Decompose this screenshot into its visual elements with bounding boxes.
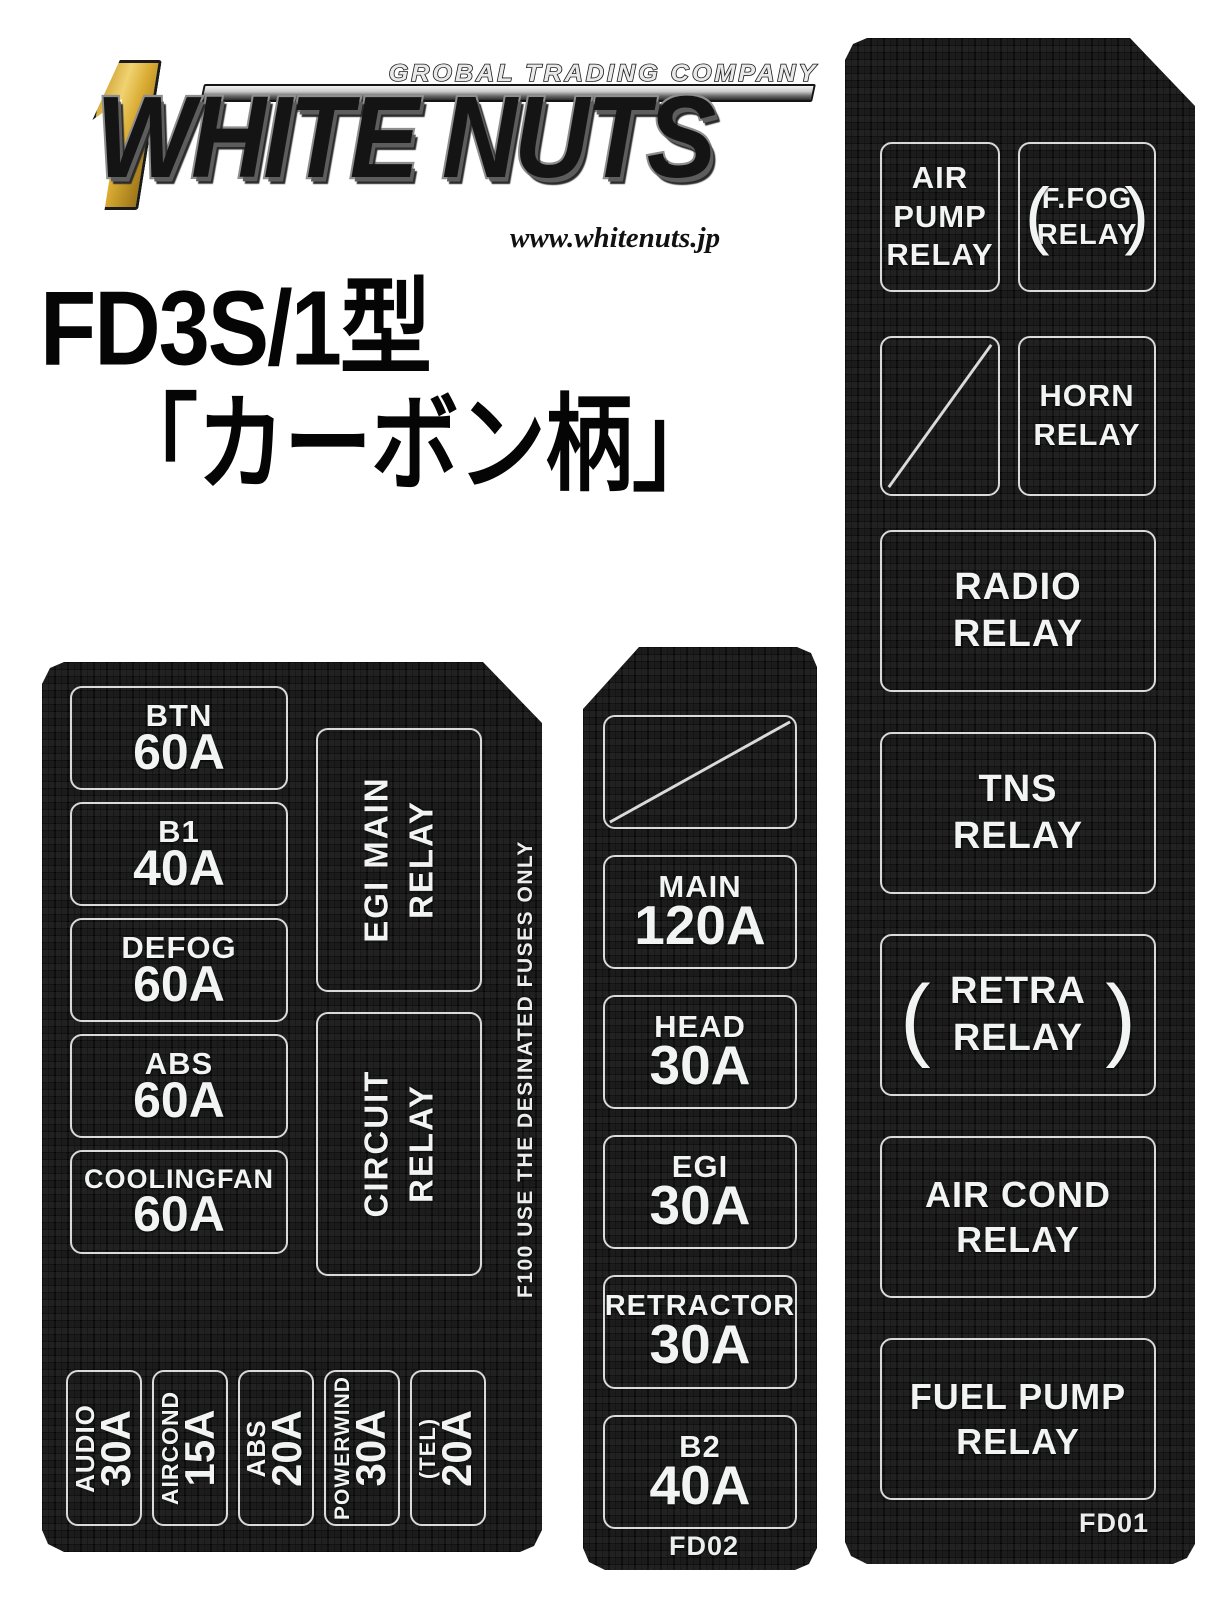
header: GROBAL TRADING COMPANY WHITE NUTS www.wh… (0, 0, 830, 540)
relay-label-line2: RELAY (1036, 219, 1138, 251)
relay-label-line1: RETRA (950, 969, 1086, 1012)
fuse-name: B1 (158, 813, 200, 849)
fuse-amp: 120A (634, 894, 766, 956)
relay-label-line1: TNS (978, 767, 1058, 810)
fuse-name: B2 (679, 1429, 721, 1464)
fuse-cell[interactable]: RETRACTOR 30A (603, 1275, 797, 1389)
fuse-amp: 40A (649, 1454, 751, 1516)
logo-brand-text: WHITE NUTS (94, 73, 718, 203)
fuse-amp: 60A (133, 723, 225, 780)
fuse-name: BTN (145, 697, 213, 733)
relay-label-line1: RADIO (954, 565, 1082, 608)
relay-cell[interactable]: AIR COND RELAY (880, 1136, 1156, 1298)
fuse-cell[interactable]: HEAD 30A (603, 995, 797, 1109)
relay-label-line1: FUEL PUMP (909, 1376, 1127, 1417)
fuse-cell[interactable]: POWERWIND 30A (324, 1370, 400, 1526)
blank-cell[interactable] (880, 336, 1000, 496)
relay-cell[interactable]: AIR PUMP RELAY (880, 142, 1000, 292)
fuse-amp: 20A (263, 1409, 311, 1487)
left-parenthesis: ( (1025, 173, 1050, 256)
fuse-name: DEFOG (121, 929, 237, 965)
fuse-cell[interactable]: B2 40A (603, 1415, 797, 1529)
fuse-name: COOLINGFAN (84, 1163, 274, 1194)
fuse-cell[interactable]: DEFOG 60A (70, 918, 288, 1022)
fuse-amp: 15A (176, 1409, 223, 1487)
fuse-amp: 30A (649, 1174, 751, 1236)
right-parenthesis: ) (1105, 967, 1136, 1069)
relay-label-line2: RELAY (956, 1219, 1080, 1260)
fuse-label-group: POWERWIND 30A (331, 1376, 395, 1520)
relay-label-line2: RELAY (952, 613, 1084, 655)
fuse-cell[interactable]: B1 40A (70, 802, 288, 906)
relay-cell[interactable]: ( F.FOG RELAY ) (1018, 142, 1156, 292)
fuse-amp: 30A (649, 1313, 751, 1375)
fuse-panel-right: AIR PUMP RELAY ( F.FOG RELAY ) HORN RELA… (845, 38, 1195, 1564)
relay-label-line2: RELAY (401, 1084, 439, 1204)
fuse-amp: 60A (133, 1071, 225, 1128)
product-title-pattern: 「カーボン柄」 (110, 382, 720, 506)
relay-label-line3: RELAY (886, 237, 994, 273)
relay-cell[interactable]: TNS RELAY (880, 732, 1156, 894)
fuse-cell[interactable]: BTN 60A (70, 686, 288, 790)
relay-cell[interactable]: FUEL PUMP RELAY (880, 1338, 1156, 1500)
relay-cell[interactable]: ( RETRA RELAY ) (880, 934, 1156, 1096)
relay-label-line2: RELAY (952, 1017, 1084, 1059)
fuse-amp: 40A (133, 839, 225, 896)
relay-label-group: EGI MAIN RELAY (354, 777, 443, 943)
fuse-cell[interactable]: AUDIO 30A (66, 1370, 142, 1526)
fuse-cell[interactable]: ABS 20A (238, 1370, 314, 1526)
relay-label-line1: AIR COND (925, 1174, 1111, 1215)
panel-code-label: FD02 (669, 1531, 740, 1561)
caution-text: F100 USE THE DESINATED FUSES ONLY (514, 840, 537, 1298)
fuse-amp: 60A (133, 1185, 225, 1242)
product-title-model: FD3S/1型 (40, 270, 432, 388)
fuse-cell[interactable]: ABS 60A (70, 1034, 288, 1138)
relay-label-line1: HORN (1039, 378, 1135, 414)
whitenuts-logo: GROBAL TRADING COMPANY WHITE NUTS www.wh… (62, 46, 816, 256)
right-parenthesis: ) (1124, 173, 1149, 256)
logo-tagline: GROBAL TRADING COMPANY (388, 59, 819, 88)
fuse-amp: 60A (133, 955, 225, 1012)
fuse-panel-left: BTN 60A B1 40A DEFOG 60A ABS 60A COOLING… (42, 662, 542, 1552)
logo-website-url: www.whitenuts.jp (510, 222, 721, 254)
fuse-amp: 20A (433, 1409, 481, 1487)
fuse-amp: 30A (91, 1409, 139, 1487)
fuse-amp: 30A (649, 1034, 751, 1096)
left-parenthesis: ( (900, 967, 931, 1069)
fuse-name: RETRACTOR (604, 1290, 796, 1322)
relay-cell[interactable]: CIRCUIT RELAY (316, 1012, 482, 1276)
blank-cell[interactable] (603, 715, 797, 829)
relay-label-line2: RELAY (952, 815, 1084, 857)
fuse-cell[interactable]: MAIN 120A (603, 855, 797, 969)
fuse-cell[interactable]: (TEL) 20A (410, 1370, 486, 1526)
fuse-name: MAIN (658, 869, 742, 904)
relay-cell[interactable]: EGI MAIN RELAY (316, 728, 482, 992)
fuse-name: EGI (671, 1149, 729, 1184)
relay-label-line2: RELAY (956, 1421, 1080, 1462)
fuse-label-group: (TEL) 20A (416, 1409, 481, 1487)
fuse-amp: 30A (347, 1409, 395, 1487)
fuse-cell[interactable]: EGI 30A (603, 1135, 797, 1249)
diagonal-slash-icon (887, 343, 993, 489)
relay-label-line2: PUMP (893, 198, 987, 234)
diagonal-slash-icon (609, 720, 791, 824)
fuse-cell[interactable]: AIRCOND 15A (152, 1370, 228, 1526)
relay-label-line1: F.FOG (1041, 182, 1133, 215)
fuse-panel-middle: MAIN 120A HEAD 30A EGI 30A RETRACTOR 30A… (583, 647, 817, 1570)
fuse-label-group: AUDIO 30A (70, 1404, 139, 1493)
relay-cell[interactable]: RADIO RELAY (880, 530, 1156, 692)
relay-label-line1: EGI MAIN (357, 776, 395, 944)
fuse-name: HEAD (654, 1009, 746, 1044)
relay-cell[interactable]: HORN RELAY (1018, 336, 1156, 496)
panel-code-label: FD01 (1079, 1508, 1150, 1538)
fuse-cell[interactable]: COOLINGFAN 60A (70, 1150, 288, 1254)
relay-label-group: CIRCUIT RELAY (354, 1070, 443, 1218)
fuse-name: ABS (144, 1045, 214, 1081)
relay-label-line1: CIRCUIT (357, 1070, 395, 1218)
fuse-label-group: AIRCOND 15A (157, 1391, 223, 1505)
relay-label-line2: RELAY (402, 800, 439, 920)
fuse-label-group: ABS 20A (242, 1409, 311, 1487)
relay-label-line2: RELAY (1033, 417, 1141, 452)
relay-label-line1: AIR (911, 159, 969, 195)
